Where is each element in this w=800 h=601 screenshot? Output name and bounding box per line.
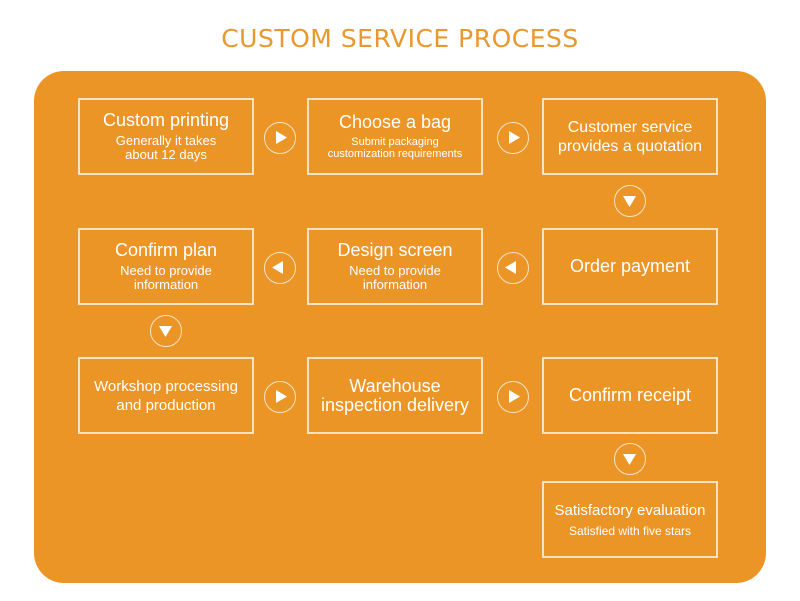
step-warehouse-inspection: Warehouse inspection delivery	[307, 357, 483, 434]
step-workshop-processing: Workshop processing and production	[78, 357, 254, 434]
step-title: Design screen	[337, 240, 453, 260]
arrow-right-icon	[264, 122, 296, 154]
step-design-screen: Design screen Need to provide informatio…	[307, 228, 483, 305]
step-confirm-plan: Confirm plan Need to provide information	[78, 228, 254, 305]
arrow-down-icon	[614, 185, 646, 217]
arrow-left-icon	[264, 252, 296, 284]
arrow-left-icon	[497, 252, 529, 284]
step-title: Satisfactory evaluation	[554, 502, 706, 519]
arrow-down-icon	[614, 443, 646, 475]
step-title: Customer service provides a quotation	[557, 118, 703, 155]
arrow-right-icon	[264, 381, 296, 413]
step-confirm-receipt: Confirm receipt	[542, 357, 718, 434]
step-custom-printing: Custom printing Generally it takes about…	[78, 98, 254, 175]
step-title: Custom printing	[102, 110, 230, 130]
step-subtitle: Need to provide information	[349, 263, 441, 292]
step-subtitle: Submit packaging customization requireme…	[327, 136, 463, 160]
step-subtitle: Generally it takes about 12 days	[115, 133, 217, 162]
step-order-payment: Order payment	[542, 228, 718, 305]
step-title: Workshop processing and production	[94, 377, 238, 414]
step-subtitle: Need to provide information	[120, 263, 212, 292]
step-choose-bag: Choose a bag Submit packaging customizat…	[307, 98, 483, 175]
page-title: CUSTOM SERVICE PROCESS	[221, 24, 579, 53]
step-satisfactory-evaluation: Satisfactory evaluation Satisfied with f…	[542, 481, 718, 558]
arrow-right-icon	[497, 122, 529, 154]
arrow-right-icon	[497, 381, 529, 413]
step-title: Confirm receipt	[568, 385, 692, 405]
arrow-down-icon	[150, 315, 182, 347]
step-customer-service-quotation: Customer service provides a quotation	[542, 98, 718, 175]
step-title: Warehouse inspection delivery	[320, 375, 470, 415]
step-subtitle: Satisfied with five stars	[568, 524, 692, 538]
step-title: Choose a bag	[338, 112, 452, 132]
step-title: Order payment	[569, 256, 691, 276]
step-title: Confirm plan	[114, 240, 218, 260]
